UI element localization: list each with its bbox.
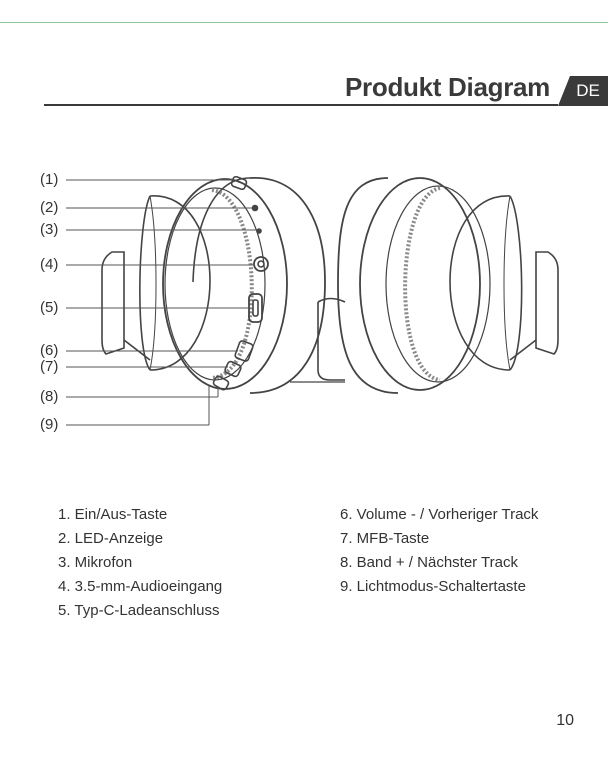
headband-bridge-left <box>317 302 345 381</box>
legend-item: 3. Mikrofon <box>58 554 133 571</box>
legend-right: 6. Volume - / Vorheriger Track 7. MFB-Ta… <box>340 505 538 601</box>
callout-5: (5) <box>40 299 59 316</box>
headphones-illustration <box>66 175 559 426</box>
callout-7: (7) <box>40 358 59 375</box>
callout-2: (2) <box>40 199 59 216</box>
page-title: Produkt Diagram <box>345 72 550 102</box>
legend-item: 6. Volume - / Vorheriger Track <box>340 506 539 523</box>
legend-item: 5. Typ-C-Ladeanschluss <box>58 602 220 619</box>
callout-6: (6) <box>40 342 59 359</box>
callout-8: (8) <box>40 388 59 405</box>
legend-left: 1. Ein/Aus-Taste 2. LED-Anzeige 3. Mikro… <box>58 505 222 625</box>
legend-item: 4. 3.5-mm-Audioeingang <box>58 578 223 595</box>
top-rule <box>0 22 608 23</box>
callout-lines <box>66 179 257 426</box>
page-number: 10 <box>556 712 574 729</box>
headphones-diagram: (1) (2) (3) (4) (5) (6) (7) (8) (9) <box>0 160 608 450</box>
callout-9: (9) <box>40 416 59 433</box>
right-earcup <box>337 177 559 394</box>
legend-item: 7. MFB-Taste <box>340 530 430 547</box>
page-header: Produkt Diagram DE <box>44 62 608 108</box>
legend-item: 9. Lichtmodus-Schaltertaste <box>340 578 526 595</box>
legend-item: 2. LED-Anzeige <box>58 530 164 547</box>
language-badge: DE <box>558 76 608 106</box>
callout-3: (3) <box>40 221 59 238</box>
callout-1: (1) <box>40 171 59 188</box>
legend-item: 8. Band + / Nächster Track <box>340 554 519 571</box>
legend-item: 1. Ein/Aus-Taste <box>58 506 168 523</box>
left-earcup <box>101 175 326 394</box>
callout-4: (4) <box>40 256 59 273</box>
title-underline <box>44 104 558 106</box>
